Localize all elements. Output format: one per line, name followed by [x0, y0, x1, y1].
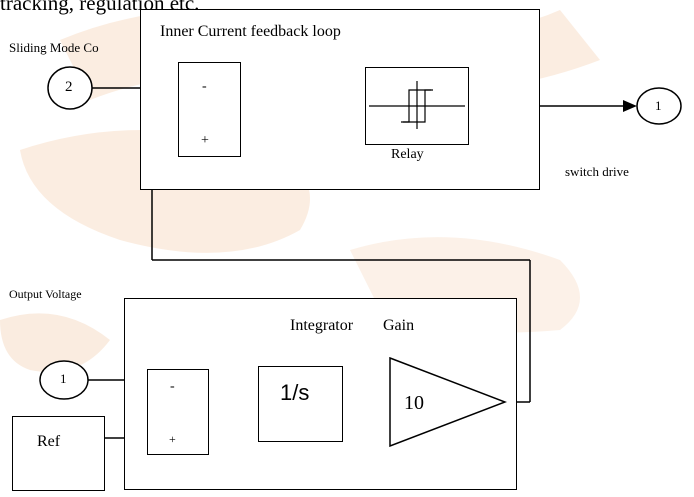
voltage-port-number: 1: [60, 371, 67, 386]
port-circle-1-in: [39, 360, 89, 400]
gain-value-text: 10: [404, 392, 424, 414]
integrator-block[interactable]: [258, 366, 343, 442]
sliding-port-number: 2: [65, 79, 73, 95]
relay-hysteresis-icon: [369, 81, 465, 129]
switch-port-number: 1: [655, 98, 662, 113]
gain-block[interactable]: [389, 357, 507, 447]
relay-label: Relay: [391, 147, 424, 162]
ref-label: Ref: [37, 433, 61, 450]
integrator-label: Integrator: [290, 317, 354, 334]
port-circle-1-out: [636, 87, 682, 125]
sliding-mode-label: Sliding Mode Co: [9, 40, 99, 55]
output-voltage-label: Output Voltage: [9, 287, 82, 301]
integrator-transfer-text: 1/s: [280, 380, 310, 405]
switch-drive-label: switch drive: [565, 164, 629, 179]
gain-label: Gain: [383, 317, 415, 334]
upper-sum-block[interactable]: [178, 62, 241, 157]
upper-minus-sign: -: [202, 79, 207, 94]
ref-block[interactable]: [12, 416, 105, 491]
upper-plus-sign: +: [201, 133, 209, 148]
inner-loop-title: Inner Current feedback loop: [160, 23, 341, 40]
lower-plus-sign: +: [169, 432, 176, 446]
port-circle-2: [47, 66, 93, 110]
lower-sum-block[interactable]: [147, 369, 209, 455]
lower-minus-sign: -: [170, 379, 175, 394]
